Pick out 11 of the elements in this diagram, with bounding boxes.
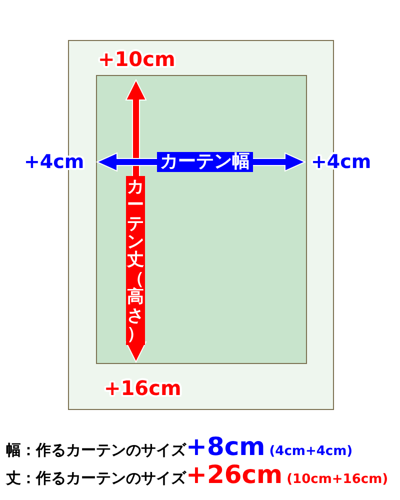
size-value: +26cm (186, 460, 283, 489)
dimension-label: カーテン丈（高さ） (126, 176, 145, 346)
dimension-label: カーテン幅 (157, 152, 253, 172)
size-breakdown: (4cm+4cm) (269, 444, 353, 459)
curtain-area (96, 75, 307, 364)
note-text: 幅：作るカーテンのサイズ (6, 441, 186, 460)
dimension-label: +16cm (104, 378, 182, 398)
dimension-label: +10cm (98, 49, 176, 69)
size-value: +8cm (186, 432, 266, 461)
note-text: 丈：作るカーテンのサイズ (6, 469, 186, 488)
size-breakdown: (10cm+16cm) (286, 472, 388, 487)
